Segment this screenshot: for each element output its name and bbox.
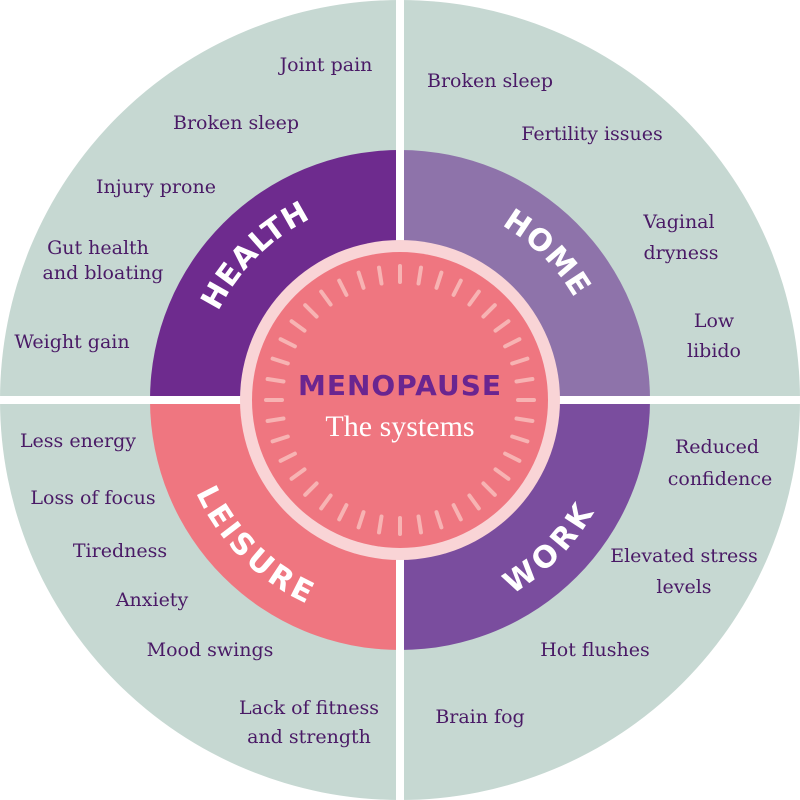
center-dash <box>278 337 297 349</box>
center-dash <box>265 416 286 423</box>
center-dash <box>503 451 522 463</box>
center-dash <box>434 510 444 530</box>
center-dash <box>289 467 307 481</box>
center-dash <box>451 503 463 522</box>
center-dash <box>278 451 297 463</box>
center-dash <box>514 377 535 384</box>
center-dash <box>337 278 349 297</box>
center-dash <box>337 503 349 522</box>
center-dash <box>289 319 307 333</box>
center-dash <box>467 493 481 511</box>
work-symptom: confidence <box>668 468 773 490</box>
home-symptom: Fertility issues <box>521 123 663 145</box>
work-symptom: Brain fog <box>435 706 524 728</box>
center-dash <box>356 510 366 530</box>
center-dash <box>503 337 522 349</box>
center-dash <box>270 356 290 366</box>
leisure-symptom: Anxiety <box>115 589 189 611</box>
center-dash <box>270 434 290 444</box>
center-subtitle: The systems <box>325 410 474 443</box>
work-symptom: Elevated stress <box>610 545 758 567</box>
center-dash <box>451 278 463 297</box>
center-title: MENOPAUSE <box>298 369 502 402</box>
leisure-symptom: Less energy <box>20 430 136 452</box>
center-dash <box>303 481 319 497</box>
work-symptom: Hot flushes <box>540 639 650 661</box>
center-dash <box>416 265 423 286</box>
health-symptom: Weight gain <box>14 331 129 353</box>
work-symptom: levels <box>656 576 711 598</box>
center-dash <box>319 289 333 307</box>
health-symptom: Gut health <box>47 237 149 259</box>
health-symptom: Injury prone <box>96 176 216 198</box>
health-symptom: and bloating <box>43 262 164 284</box>
home-symptom: libido <box>687 340 741 362</box>
center-dash <box>467 289 481 307</box>
center-dash <box>514 416 535 423</box>
home-symptom: Vaginal <box>642 211 714 233</box>
center-dash <box>481 303 497 319</box>
center-dash-ring <box>264 264 536 536</box>
center-dash <box>493 467 511 481</box>
center-dash <box>265 377 286 384</box>
center-dash <box>303 303 319 319</box>
center-dash <box>481 481 497 497</box>
center-dash <box>434 270 444 290</box>
center-dash <box>356 270 366 290</box>
center-dash <box>510 356 530 366</box>
leisure-symptom: Loss of focus <box>30 487 155 509</box>
leisure-symptom: and strength <box>247 726 371 748</box>
leisure-symptom: Tiredness <box>73 540 167 562</box>
health-symptom: Joint pain <box>278 54 373 76</box>
center-dash <box>319 493 333 511</box>
home-symptom: Low <box>694 310 735 332</box>
health-symptom: Broken sleep <box>173 112 299 134</box>
leisure-symptom: Lack of fitness <box>239 697 379 719</box>
center-dash <box>493 319 511 333</box>
leisure-symptom: Mood swings <box>147 639 274 661</box>
work-symptom: Reduced <box>675 436 759 458</box>
center-circle <box>252 252 548 548</box>
home-symptom: Broken sleep <box>427 70 553 92</box>
center-dash <box>510 434 530 444</box>
center-dash <box>377 514 384 535</box>
home-symptom: dryness <box>644 242 719 264</box>
center-dash <box>377 265 384 286</box>
center-dash <box>416 514 423 535</box>
